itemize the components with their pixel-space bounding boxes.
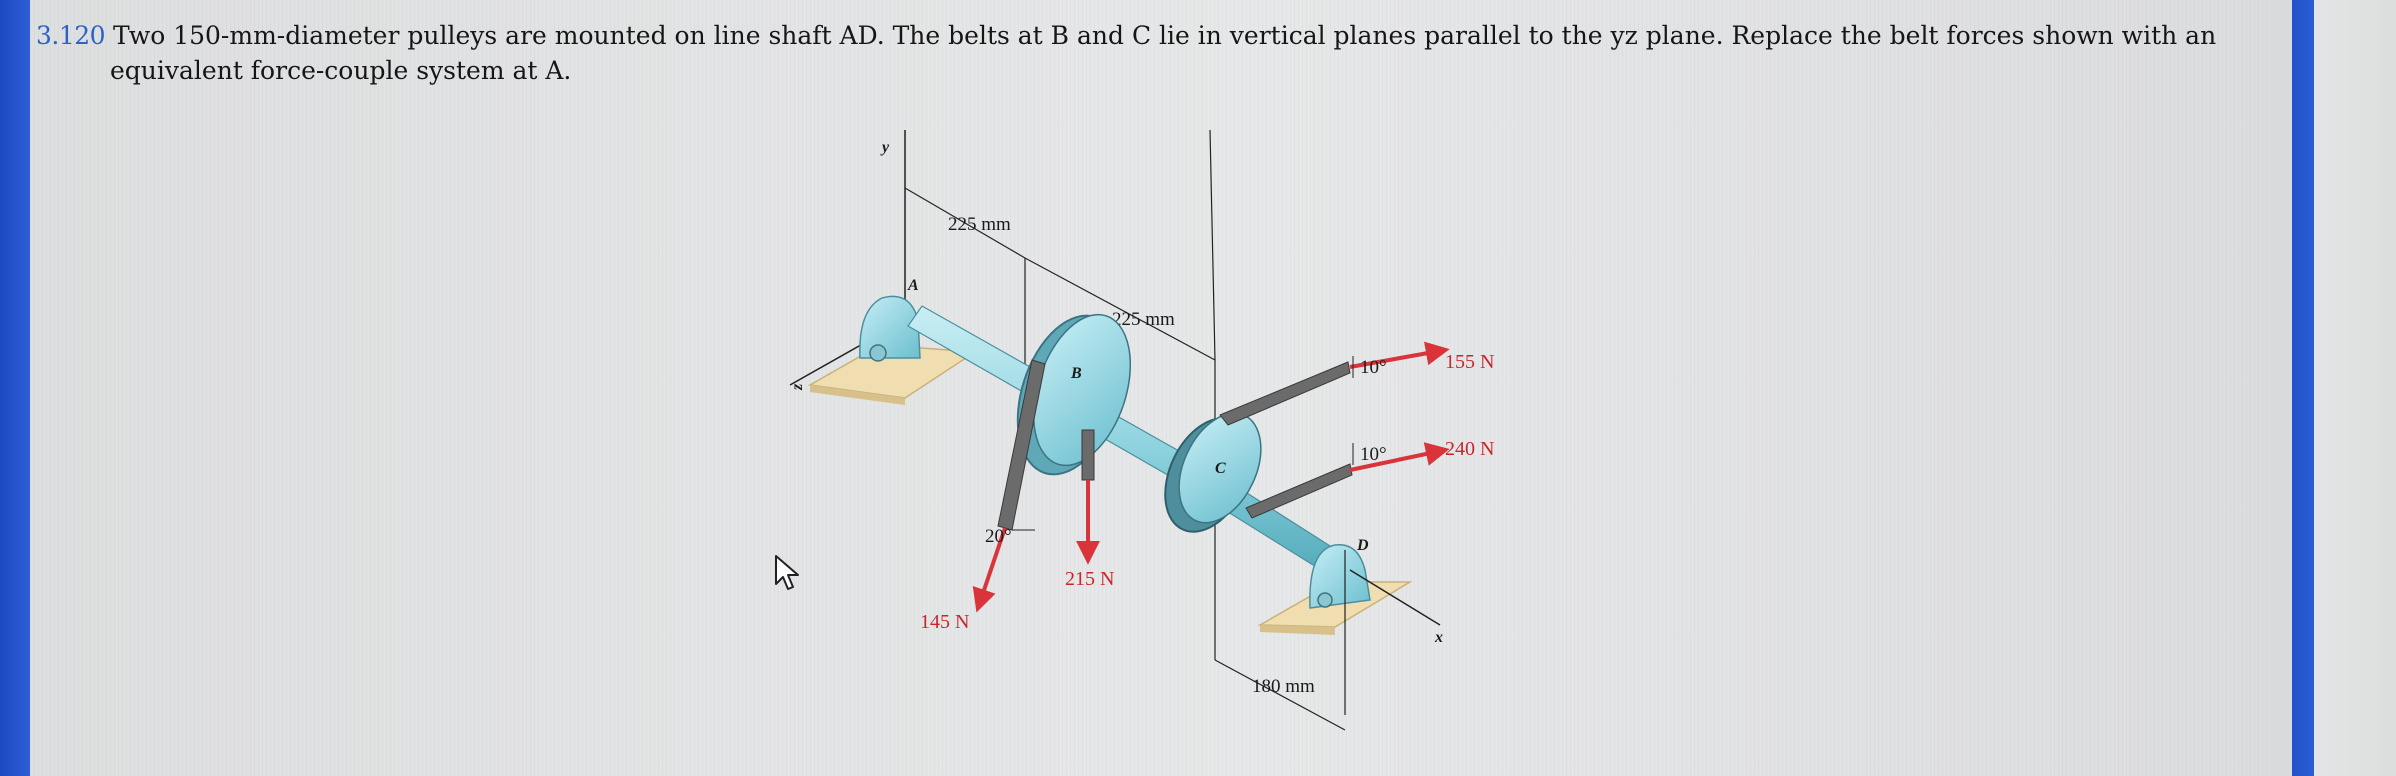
- angle-10-upper-label: 10°: [1360, 357, 1387, 378]
- dim-line-bc-tail: [1209, 130, 1216, 361]
- bearing-a-base-side: [810, 385, 905, 405]
- dim-label-cd: 180 mm: [1252, 676, 1315, 697]
- right-window-edge: [2292, 0, 2396, 776]
- bolt-d-icon: [1317, 592, 1333, 608]
- belt-c-upper: [1219, 361, 1351, 426]
- belt-b-vertical: [1081, 429, 1095, 481]
- point-d-label: D: [1356, 537, 1369, 554]
- force-215-label: 215 N: [1065, 568, 1114, 590]
- dim-line-bc: [1024, 257, 1216, 361]
- x-axis: [1349, 569, 1441, 626]
- dim-label-bc: 225 mm: [1112, 309, 1175, 330]
- dim-line-ab: [904, 187, 1026, 259]
- point-a-label: A: [907, 277, 919, 294]
- bearing-d-base-side: [1260, 625, 1335, 635]
- problem-text-line1: Two 150-mm-diameter pulleys are mounted …: [113, 21, 2217, 50]
- mouse-pointer-icon: [775, 555, 799, 590]
- line-shaft: [907, 305, 1361, 586]
- z-axis-label: z: [789, 383, 806, 391]
- dim-line-cd: [1214, 659, 1346, 731]
- pulley-shaft-figure: y z 225 mm 225 mm A B 145 N 20° 215 N C …: [789, 130, 1494, 731]
- y-axis-label: y: [880, 139, 890, 156]
- force-240-arrow: [1349, 442, 1450, 472]
- problem-statement: 3.120 Two 150-mm-diameter pulleys are mo…: [36, 18, 2251, 88]
- problem-text-line2: equivalent force-couple system at A.: [110, 56, 572, 85]
- force-240-label: 240 N: [1445, 438, 1494, 460]
- force-145-arrow: [972, 527, 1007, 613]
- force-155-arrow: [1349, 341, 1450, 369]
- page-content: 3.120 Two 150-mm-diameter pulleys are mo…: [30, 0, 2270, 776]
- belt-c-lower: [1245, 463, 1353, 519]
- point-b-label: B: [1070, 365, 1082, 382]
- point-c-label: C: [1215, 460, 1226, 477]
- bearing-d: [1309, 543, 1371, 609]
- dim-label-ab: 225 mm: [948, 214, 1011, 235]
- bolt-a-icon: [869, 344, 887, 362]
- force-145-label: 145 N: [920, 611, 969, 633]
- x-axis-label: x: [1434, 629, 1443, 646]
- force-155-label: 155 N: [1445, 351, 1494, 373]
- problem-number: 3.120: [36, 21, 106, 50]
- angle-20-label: 20°: [985, 526, 1012, 547]
- angle-10-lower-label: 10°: [1360, 444, 1387, 465]
- left-window-edge: [0, 0, 30, 776]
